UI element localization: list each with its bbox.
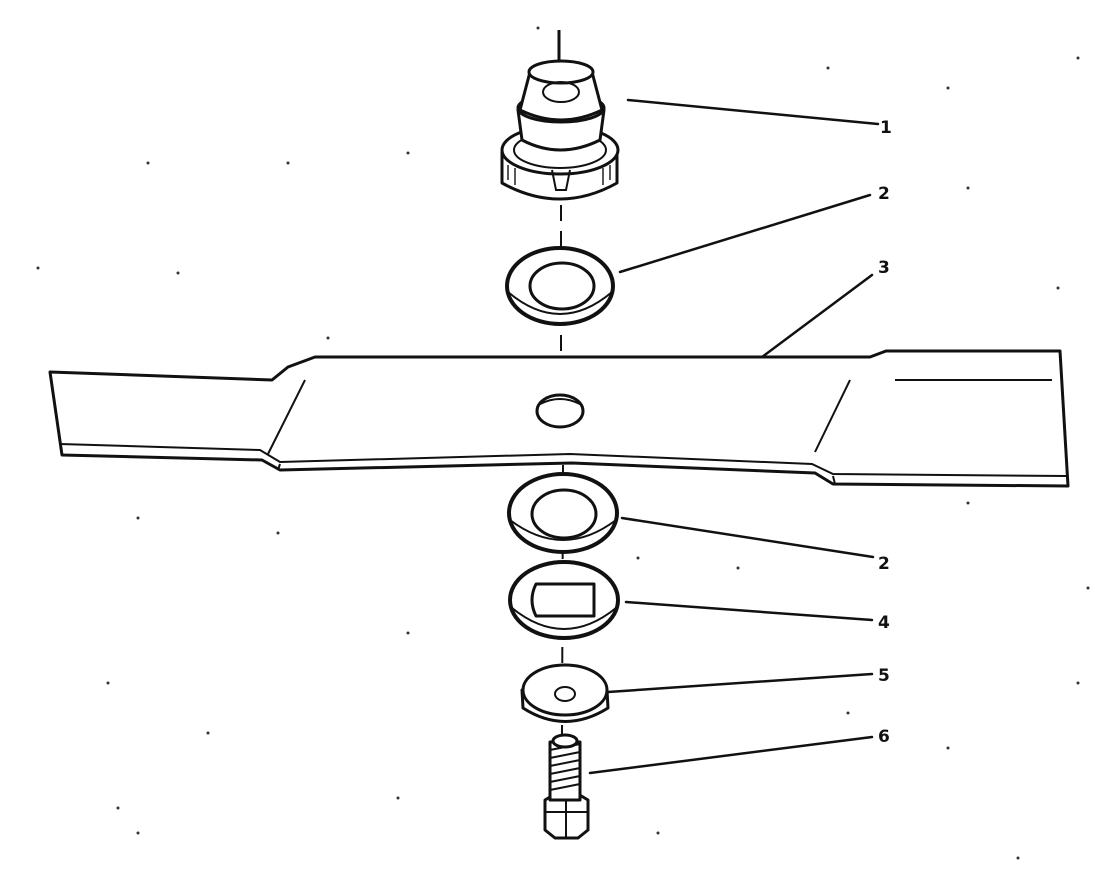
hex-bolt-part [543,733,590,840]
washer-upper-part [505,246,615,326]
callout-labels: 1 2 3 2 4 5 6 [878,118,892,747]
washer-lower-part [507,472,619,554]
flat-washer-part [520,663,610,723]
callout-5: 5 [878,666,890,686]
leader-line-6 [588,735,874,775]
blade-adapter-part [500,59,620,201]
callout-1: 1 [880,118,892,138]
callout-3: 3 [878,258,890,278]
keyed-washer-part [508,560,620,640]
callout-2-upper: 2 [878,184,890,204]
callout-6: 6 [878,727,890,747]
leader-line-2-lower [620,516,875,559]
leader-line-4 [624,600,874,622]
callout-4: 4 [878,613,890,633]
mower-blade-part [48,349,1070,488]
leader-lines [588,98,880,775]
leader-line-2-upper [618,193,872,274]
leader-line-3 [760,273,874,359]
leader-line-5 [606,672,874,694]
callout-2-lower: 2 [878,554,890,574]
leader-line-1 [626,98,880,126]
